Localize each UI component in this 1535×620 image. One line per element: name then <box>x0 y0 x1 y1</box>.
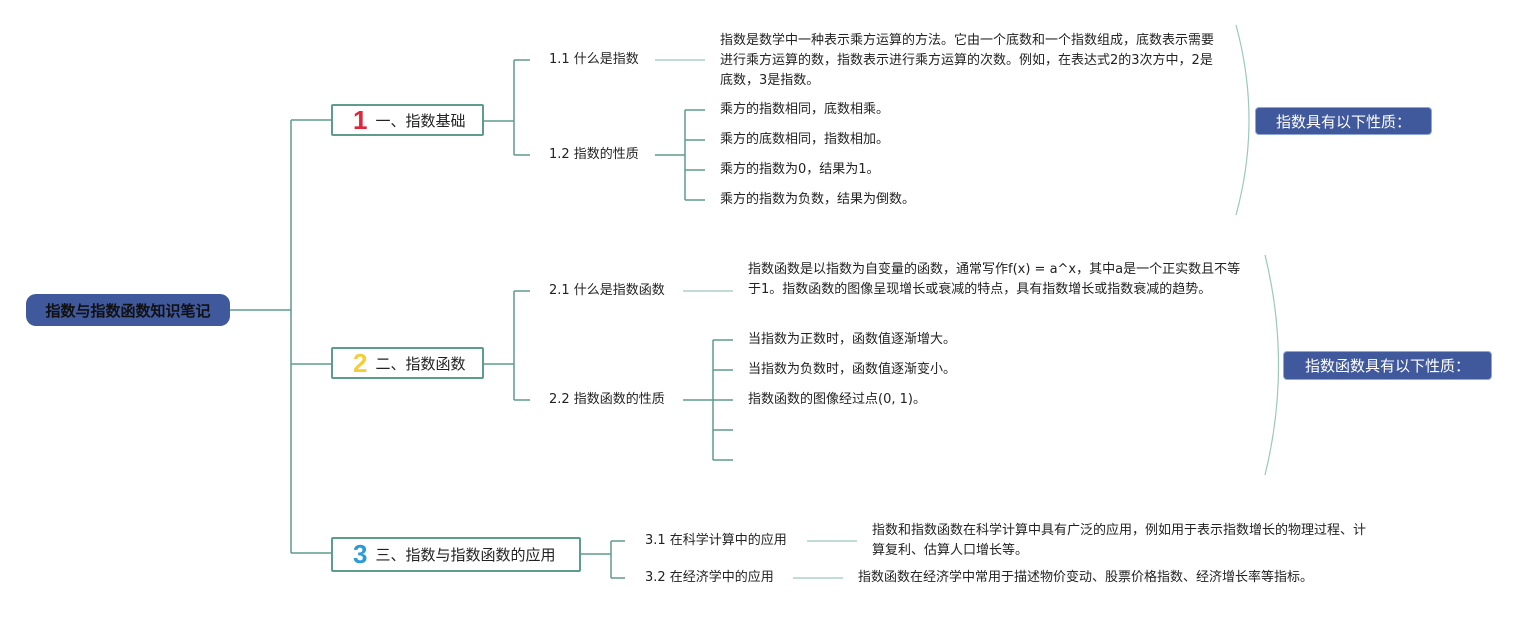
subtopic-2-2[interactable]: 2.2 指数函数的性质 <box>549 392 665 407</box>
leaf-item[interactable]: 乘方的指数为0，结果为1。 <box>720 162 880 177</box>
subtopic-1-1[interactable]: 1.1 什么是指数 <box>549 52 639 67</box>
description-3-2: 指数函数在经济学中常用于描述物价变动、股票价格指数、经济增长率等指标。 <box>858 570 1314 585</box>
branch-label: 二、指数函数 <box>375 354 466 373</box>
summary-node-2[interactable]: 指数函数具有以下性质： <box>1283 351 1492 380</box>
root-node[interactable]: 指数与指数函数知识笔记 <box>26 294 230 326</box>
number-2-icon: 2 <box>353 347 368 378</box>
leaf-item[interactable]: 乘方的底数相同，指数相加。 <box>720 132 890 147</box>
summary-label: 指数函数具有以下性质： <box>1304 357 1470 375</box>
root-label: 指数与指数函数知识笔记 <box>45 301 211 320</box>
leaf-item[interactable]: 乘方的指数相同，底数相乘。 <box>720 102 890 117</box>
summary-node-1[interactable]: 指数具有以下性质： <box>1255 107 1432 135</box>
leaf-item[interactable]: 当指数为正数时，函数值逐渐增大。 <box>748 332 957 347</box>
number-3-icon: 3 <box>353 539 368 569</box>
leaf-item[interactable]: 当指数为负数时，函数值逐渐变小。 <box>748 362 957 377</box>
branch-label: 三、指数与指数函数的应用 <box>375 546 556 564</box>
leaf-item[interactable]: 乘方的指数为负数，结果为倒数。 <box>720 192 916 207</box>
subtopic-2-1[interactable]: 2.1 什么是指数函数 <box>549 283 665 298</box>
subtopic-1-2[interactable]: 1.2 指数的性质 <box>549 147 639 162</box>
subtopic-3-1[interactable]: 3.1 在科学计算中的应用 <box>645 533 787 548</box>
description-1-1: 指数是数学中一种表示乘方运算的方法。它由一个底数和一个指数组成，底数表示需要进行… <box>720 33 1215 88</box>
description-3-1: 指数和指数函数在科学计算中具有广泛的应用，例如用于表示指数增长的物理过程、计算复… <box>872 523 1367 558</box>
summary-label: 指数具有以下性质： <box>1275 112 1411 131</box>
branch-node-1[interactable]: 1 一、指数基础 <box>331 104 484 136</box>
branch-node-2[interactable]: 2 二、指数函数 <box>331 347 484 379</box>
subtopic-3-2[interactable]: 3.2 在经济学中的应用 <box>645 570 774 585</box>
branch-node-3[interactable]: 3 三、指数与指数函数的应用 <box>331 537 581 572</box>
description-2-1: 指数函数是以指数为自变量的函数，通常写作f(x) = a^x，其中a是一个正实数… <box>748 262 1241 297</box>
number-1-icon: 1 <box>353 104 368 135</box>
branch-label: 一、指数基础 <box>375 111 466 130</box>
leaf-item[interactable]: 指数函数的图像经过点(0, 1)。 <box>748 392 926 407</box>
